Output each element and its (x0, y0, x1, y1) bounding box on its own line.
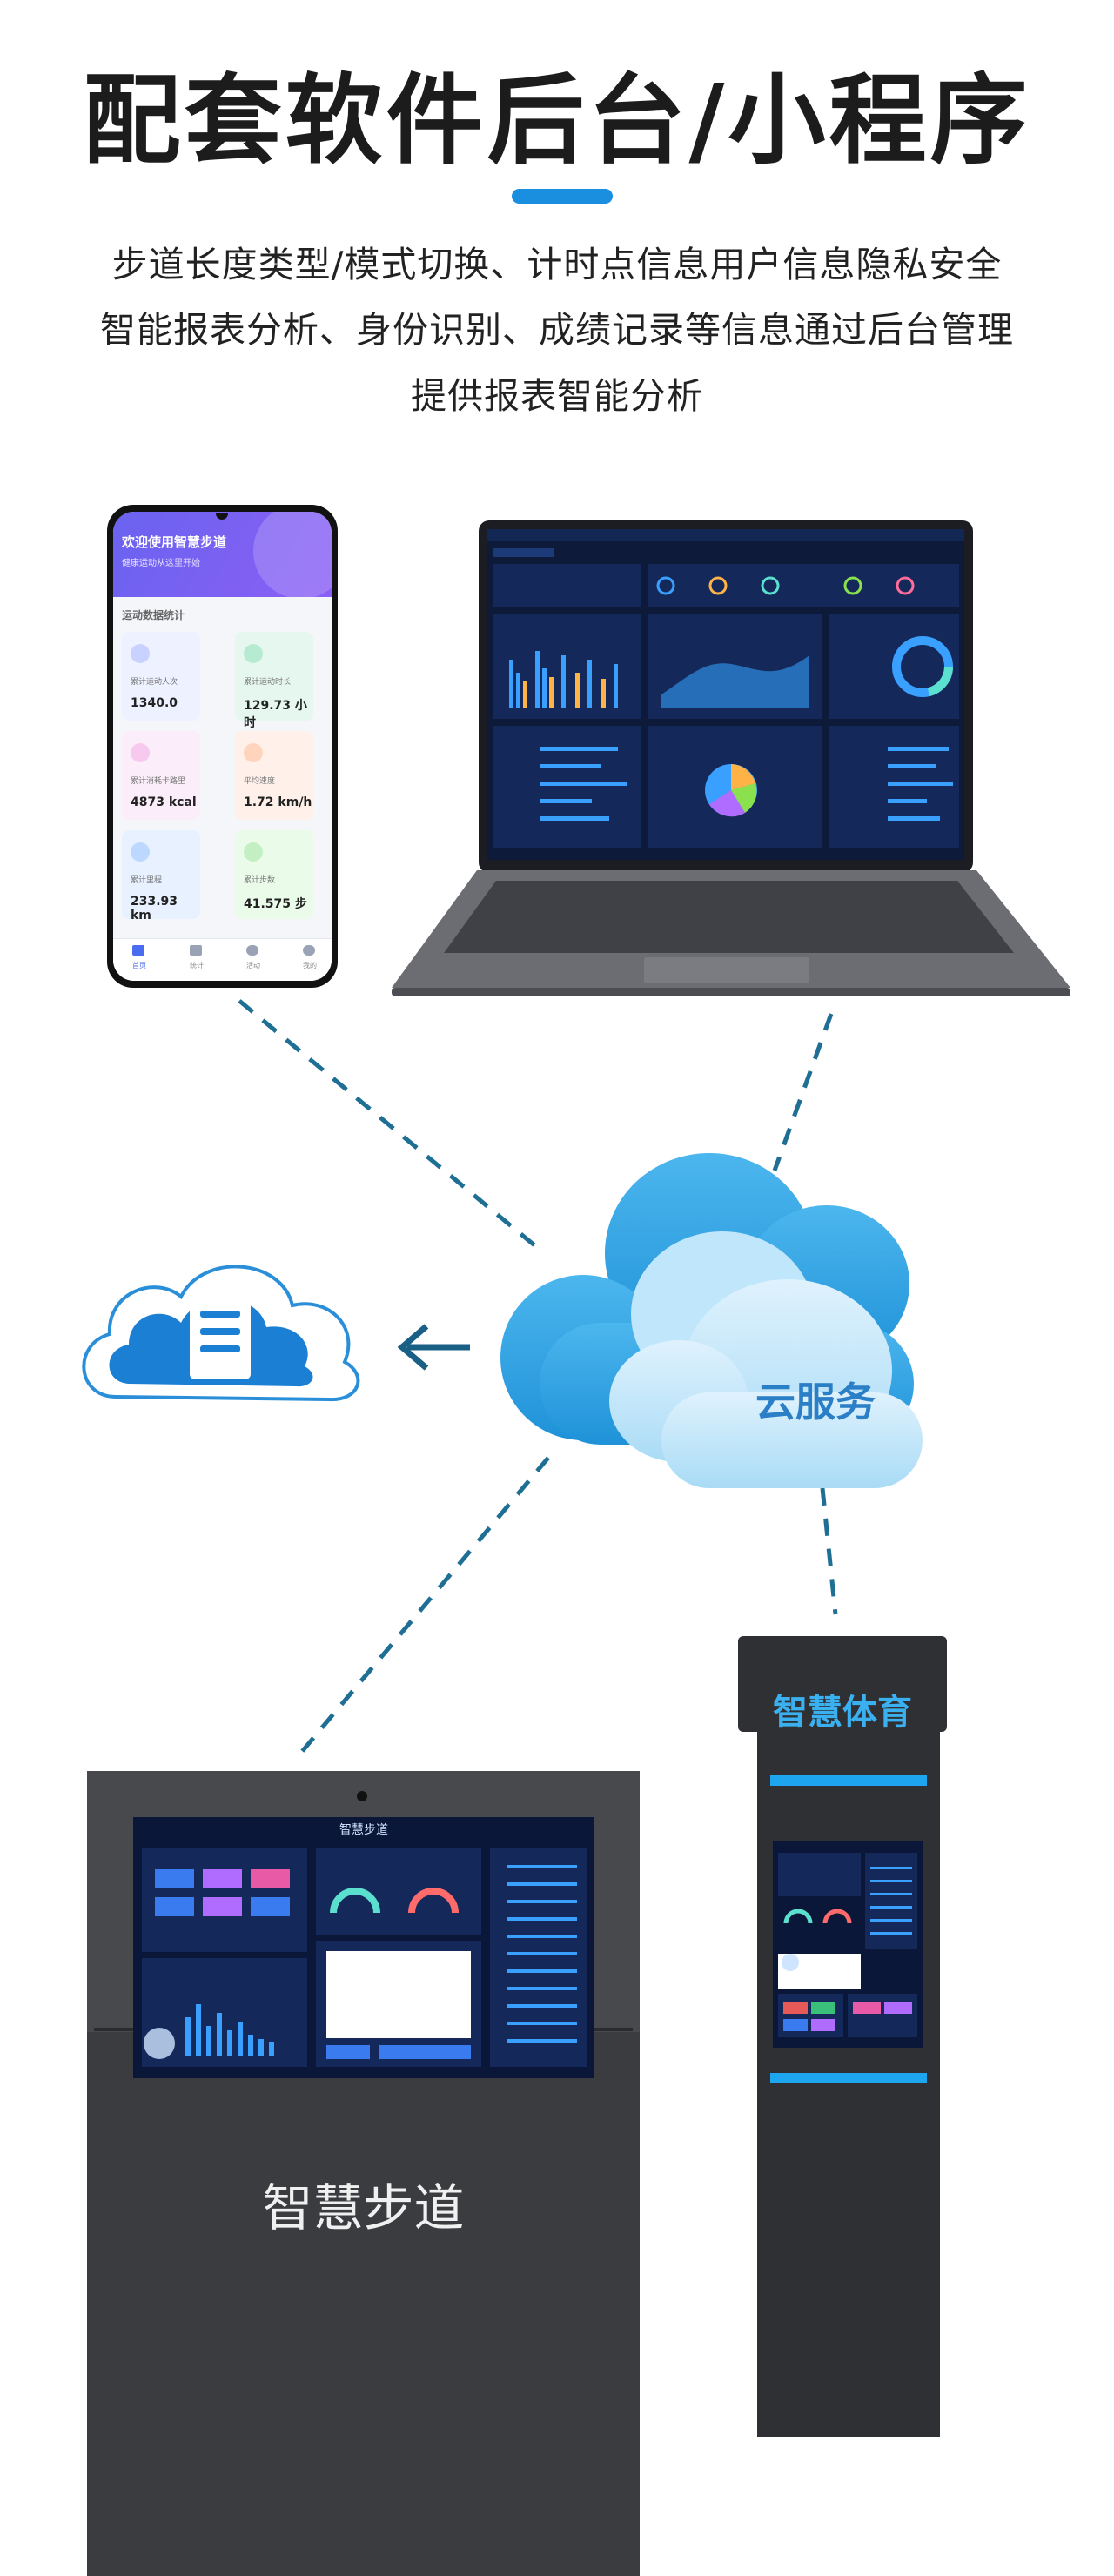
cloud-service-label: 云服务 (755, 1379, 876, 1426)
stat-card-steps[interactable]: 累计步数 41.575 步 (235, 830, 313, 919)
server-cloud-icon (82, 1265, 360, 1402)
nav-stats[interactable]: 统计 (190, 962, 204, 969)
tower-dashboard-graphics (778, 1853, 917, 2037)
timer-icon (131, 842, 150, 862)
arrow-left-icon (397, 1324, 470, 1371)
connector-cloud-kiosk (299, 1456, 550, 1755)
stat-card-distance[interactable]: 累计里程 233.93 km (122, 830, 200, 922)
subtitle-line-3: 提供报表智能分析 (411, 375, 703, 417)
laptop-screen (487, 529, 964, 860)
page-title: 配套软件后台/小程序 (83, 64, 1031, 178)
home-icon[interactable] (132, 945, 144, 956)
subtitle-line-1: 步道长度类型/模式切换、计时点信息用户信息隐私安全 (111, 244, 1003, 285)
kiosk-screen-title: 智慧步道 (339, 1823, 388, 1837)
laptop-keyboard (392, 870, 1070, 996)
chart-icon[interactable] (190, 945, 202, 956)
phone-notch (216, 513, 228, 520)
leaf-icon (244, 842, 263, 862)
phone-bottom-nav (113, 938, 332, 981)
dashboard-graphics (487, 529, 964, 848)
phone-screen: 欢迎使用智慧步道 健康运动从这里开始 运动数据统计 累计运动人次 1340.0 … (113, 512, 332, 981)
connector-lines (238, 999, 838, 1755)
clock-icon (244, 644, 263, 663)
connector-cloud-tower (820, 1487, 838, 1615)
phone-section-title: 运动数据统计 (122, 609, 185, 621)
bolt-icon (244, 743, 263, 762)
kiosk-screen: 智慧步道 (133, 1817, 594, 2078)
stat-card-calories[interactable]: 累计消耗卡路里 4873 kcal (122, 731, 200, 820)
connector-laptop-cloud (772, 1013, 834, 1171)
ai-watermark: 豆包AI生成 (975, 2407, 1088, 2432)
tower-head (738, 1636, 947, 1732)
phone-header (113, 512, 332, 599)
phone-app-subtitle: 健康运动从这里开始 (122, 559, 200, 568)
phone-app-title: 欢迎使用智慧步道 (122, 534, 227, 550)
profile-icon[interactable] (303, 945, 315, 956)
user-icon (131, 644, 150, 663)
fire-icon (131, 743, 150, 762)
tower-body (757, 1732, 940, 2437)
tower-light-strip-bottom (770, 2073, 927, 2083)
connector-phone-cloud (238, 999, 546, 1255)
activity-icon[interactable] (246, 945, 258, 956)
stat-card-speed[interactable]: 平均速度 1.72 km/h (235, 731, 313, 820)
nav-activity[interactable]: 活动 (246, 962, 260, 969)
kiosk-dashboard-graphics (142, 1848, 587, 2067)
title-underline (512, 189, 613, 204)
subtitle-line-2: 智能报表分析、身份识别、成绩记录等信息通过后台管理 (100, 309, 1014, 351)
tower-screen (773, 1841, 923, 2048)
tower-light-strip-top (770, 1775, 927, 1786)
tower-caption: 智慧体育 (773, 1693, 912, 1733)
nav-mine[interactable]: 我的 (303, 962, 317, 969)
cloud-service-icon (500, 1153, 923, 1488)
kiosk-caption: 智慧步道 (262, 2178, 465, 2237)
camera-icon (357, 1791, 367, 1801)
stat-card-people[interactable]: 累计运动人次 1340.0 (122, 632, 200, 721)
stat-card-duration[interactable]: 累计运动时长 129.73 小时 (235, 632, 313, 730)
nav-home[interactable]: 首页 (132, 962, 146, 969)
